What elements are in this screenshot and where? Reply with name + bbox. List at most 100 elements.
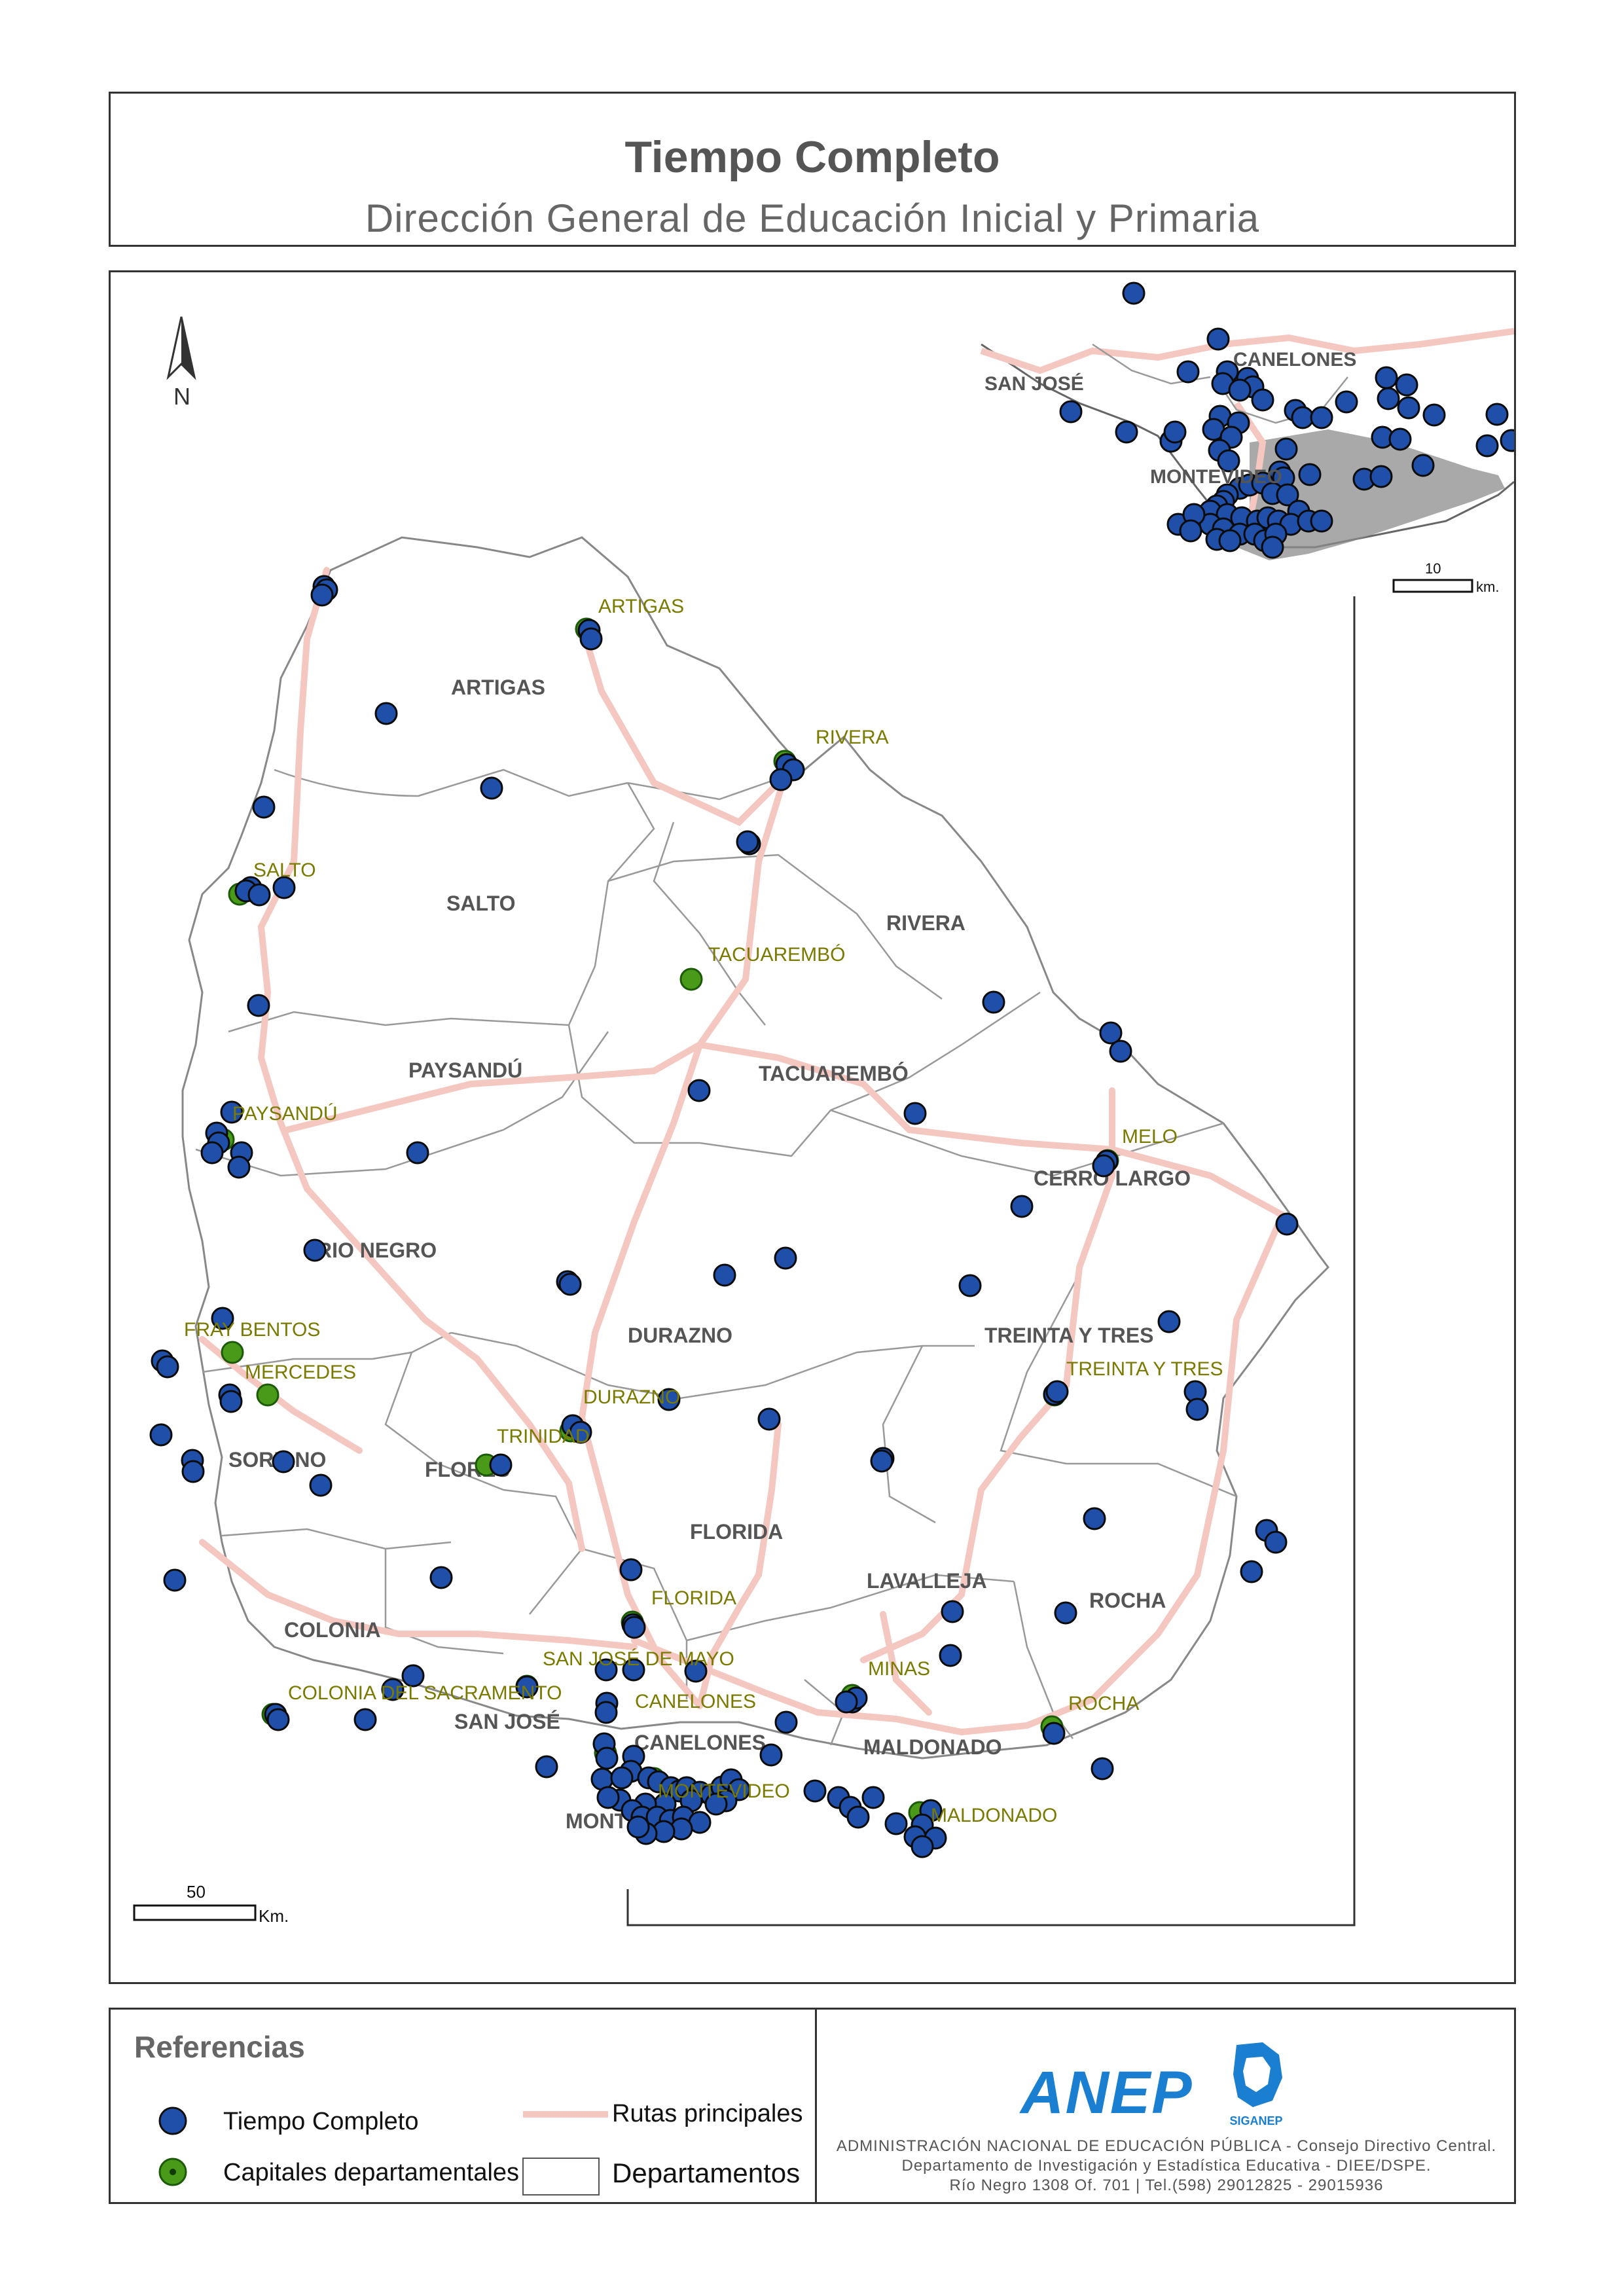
school-marker (220, 1100, 244, 1124)
capital-labels: ARTIGASRIVERASALTOTACUAREMBÓPAYSANDÚMELO… (184, 596, 1223, 1826)
school-marker (1059, 400, 1083, 424)
school-marker (163, 1568, 187, 1592)
school-marker (1217, 449, 1240, 473)
capital-marker (679, 967, 703, 991)
school-marker (156, 1355, 179, 1379)
school-marker (374, 702, 398, 725)
school-marker (626, 1815, 650, 1839)
school-marker (1010, 1195, 1034, 1218)
capital-marker (256, 1383, 280, 1407)
school-marker (1335, 390, 1358, 414)
school-marker (406, 1141, 429, 1165)
school-marker (1206, 327, 1230, 351)
school-marker (1092, 1154, 1115, 1178)
school-marker (870, 1449, 893, 1473)
scale-main-unit: Km. (259, 1906, 289, 1926)
school-marker (803, 1779, 827, 1803)
school-marker (247, 994, 270, 1017)
scale-bar-main: 50 Km. (133, 1882, 289, 1926)
country-outline (181, 536, 1329, 1760)
school-marker (704, 1792, 728, 1816)
school-marker (149, 1423, 173, 1447)
map-canvas: 50 Km. 10 km. N ARTIGASSALTORIVERAPAYSAN… (133, 281, 1514, 1926)
scale-inset-unit: km. (1476, 579, 1499, 595)
school-marker (903, 1102, 927, 1125)
school-marker (958, 1274, 982, 1297)
legend-school-label: Tiempo Completo (223, 2108, 419, 2135)
school-marker (1274, 437, 1298, 461)
school-marker (941, 1600, 964, 1623)
school-marker (1122, 281, 1146, 305)
school-marker (595, 1746, 619, 1770)
capital-label: ROCHA (1068, 1693, 1139, 1714)
school-marker (1109, 1039, 1132, 1063)
school-marker (353, 1708, 377, 1731)
school-marker (309, 1473, 333, 1497)
school-marker (594, 1701, 618, 1724)
capital-label: DURAZNO (583, 1386, 680, 1408)
school-marker (579, 627, 603, 651)
school-marker (1375, 366, 1398, 389)
capital-label: MALDONADO (931, 1805, 1057, 1826)
department-label: TACUAREMBÓ (759, 1062, 909, 1085)
department-label: FLORIDA (690, 1520, 783, 1544)
school-marker (939, 1644, 962, 1667)
capital-label: SAN JOSÉ DE MAYO (543, 1648, 734, 1670)
legend-title: Referencias (134, 2030, 305, 2064)
school-marker (429, 1566, 453, 1589)
school-marker-icon (158, 2106, 187, 2135)
school-marker (1298, 463, 1322, 486)
school-marker (622, 1658, 645, 1682)
department-label: MALDONADO (863, 1735, 1002, 1759)
map-title: Tiempo Completo (624, 132, 1000, 182)
north-arrow-label: N (173, 383, 190, 410)
school-marker (1176, 360, 1200, 384)
school-marker (1369, 465, 1393, 488)
school-marker (1115, 420, 1138, 444)
school-marker (884, 1812, 908, 1835)
school-marker (1422, 403, 1446, 427)
scale-inset-value: 10 (1425, 560, 1441, 577)
department-label: RIVERA (886, 911, 965, 935)
school-marker (1500, 429, 1514, 452)
institution-line-3: Río Negro 1308 Of. 701 | Tel.(598) 29012… (949, 2177, 1384, 2194)
school-marker (594, 1658, 618, 1682)
capital-label: CANELONES (635, 1691, 756, 1712)
school-marker (1163, 420, 1187, 444)
capital-label: FLORIDA (651, 1587, 736, 1609)
department-label: ROCHA (1089, 1589, 1166, 1612)
school-marker (272, 876, 296, 899)
capital-label: ARTIGAS (598, 596, 684, 617)
school-marker (1395, 373, 1418, 397)
department-label: CANELONES (634, 1731, 766, 1754)
school-marker (1185, 1398, 1209, 1421)
school-marker (480, 776, 503, 800)
school-marker (1228, 378, 1252, 402)
title-box: Tiempo Completo Dirección General de Edu… (109, 92, 1516, 247)
capital-label: RIVERA (816, 727, 889, 748)
department-label: ARTIGAS (451, 676, 545, 699)
school-marker (1251, 388, 1274, 412)
capital-label: MINAS (868, 1658, 930, 1680)
school-marker (1099, 1021, 1123, 1045)
school-marker (1179, 519, 1202, 543)
capital-label: SALTO (253, 859, 316, 881)
school-marker (1411, 454, 1435, 477)
legend-box: Referencias Tiempo Completo Capitales de… (109, 2008, 1516, 2204)
school-marker (1083, 1507, 1106, 1530)
school-marker (687, 1079, 711, 1102)
school-marker (846, 1805, 870, 1829)
school-marker (1091, 1757, 1114, 1780)
capital-marker (221, 1341, 244, 1364)
school-marker (1275, 1212, 1299, 1236)
school-marker (1310, 406, 1333, 429)
school-marker (1377, 387, 1400, 410)
school-marker (982, 990, 1005, 1014)
school-marker (1042, 1722, 1066, 1745)
department-label: COLONIA (284, 1618, 381, 1642)
scale-main-value: 50 (187, 1882, 206, 1902)
school-marker (1054, 1601, 1077, 1625)
institution-line-1: ADMINISTRACIÓN NACIONAL DE EDUCACIÓN PÚB… (836, 2137, 1497, 2155)
